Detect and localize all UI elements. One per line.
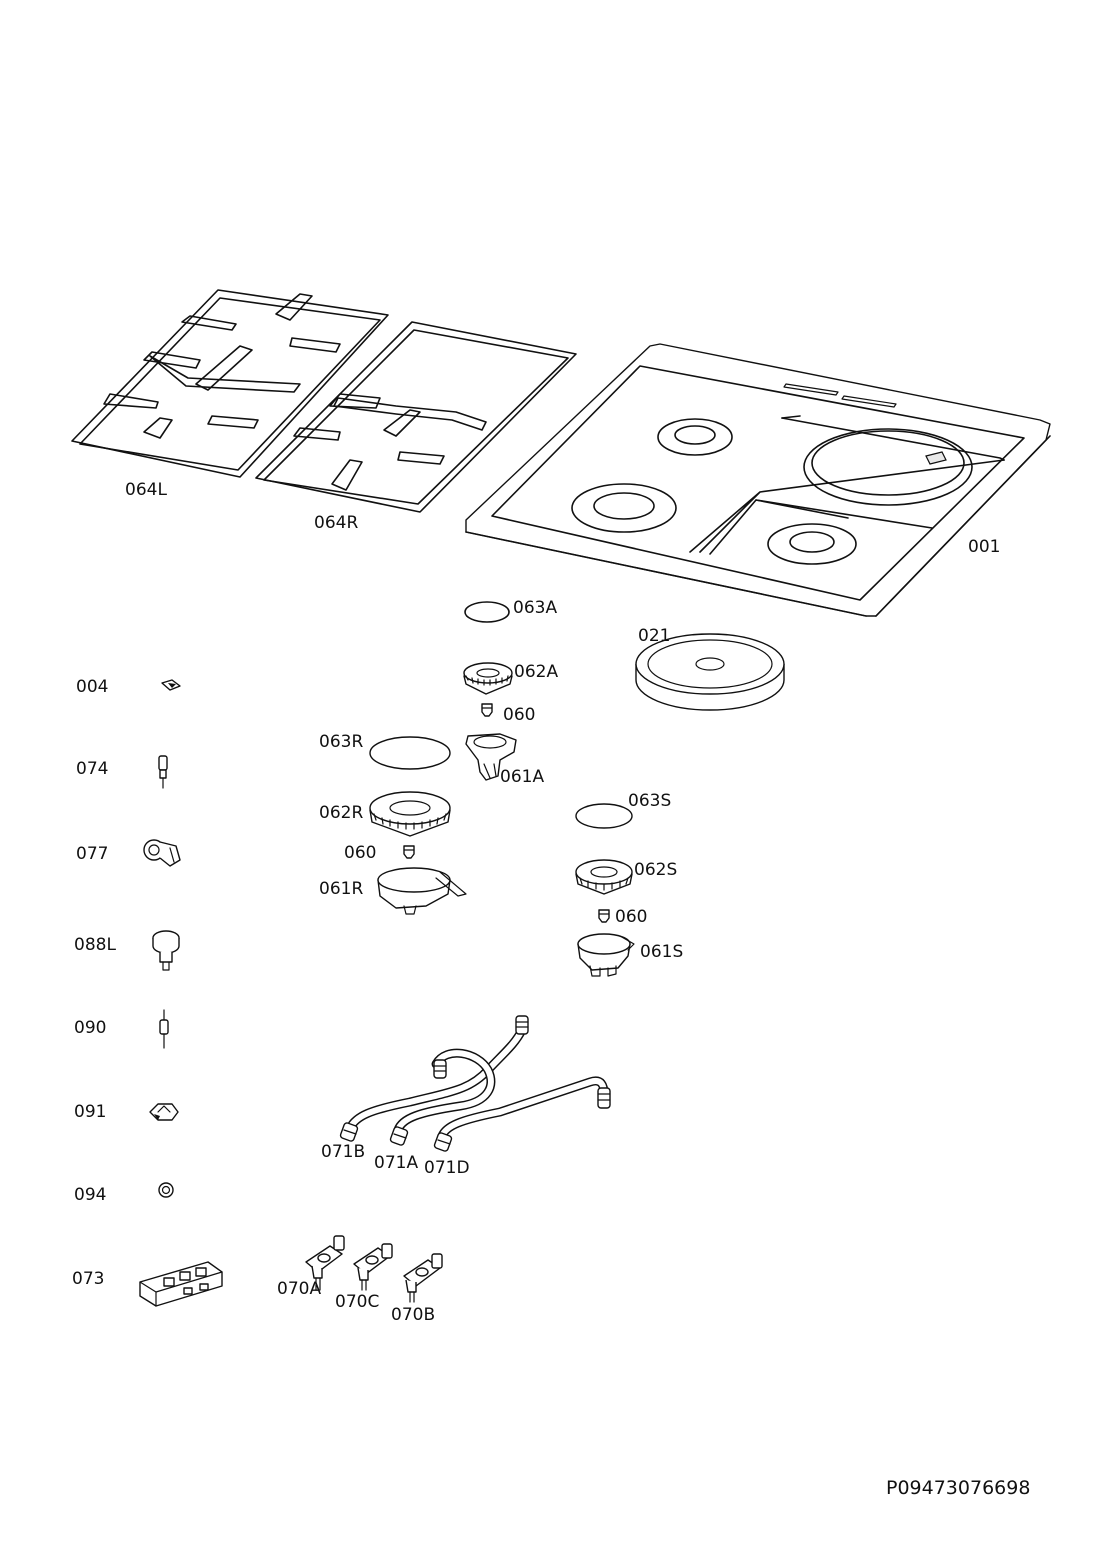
label-070B: 070B xyxy=(391,1305,435,1325)
gas-tap-070C[interactable] xyxy=(353,1243,393,1291)
label-070A: 070A xyxy=(277,1279,321,1299)
burner-body-061S[interactable] xyxy=(577,933,635,977)
burner-cap-063S[interactable] xyxy=(575,803,633,829)
label-004: 004 xyxy=(76,677,108,697)
label-021: 021 xyxy=(638,626,670,646)
label-063R: 063R xyxy=(319,732,363,752)
electrode-074[interactable] xyxy=(158,755,168,789)
label-001: 001 xyxy=(968,537,1000,557)
label-090: 090 xyxy=(74,1018,106,1038)
label-062S: 062S xyxy=(634,860,677,880)
label-091: 091 xyxy=(74,1102,106,1122)
label-064L: 064L xyxy=(125,480,167,500)
label-060-c: 060 xyxy=(615,907,647,927)
label-073: 073 xyxy=(72,1269,104,1289)
label-071A: 071A xyxy=(374,1153,418,1173)
label-064R: 064R xyxy=(314,513,358,533)
pan-support-064R[interactable] xyxy=(255,321,577,513)
label-061R: 061R xyxy=(319,879,363,899)
label-063S: 063S xyxy=(628,791,671,811)
burner-cap-063A[interactable] xyxy=(464,601,510,623)
gas-tap-070B[interactable] xyxy=(403,1253,443,1303)
label-062A: 062A xyxy=(514,662,558,682)
document-code: P09473076698 xyxy=(886,1477,1030,1499)
burner-cap-063R[interactable] xyxy=(369,736,451,770)
gas-tap-070A[interactable] xyxy=(305,1235,345,1291)
label-077: 077 xyxy=(76,844,108,864)
label-063A: 063A xyxy=(513,598,557,618)
label-088L: 088L xyxy=(74,935,116,955)
label-062R: 062R xyxy=(319,803,363,823)
label-061A: 061A xyxy=(500,767,544,787)
knob-088L[interactable] xyxy=(152,930,180,971)
label-061S: 061S xyxy=(640,942,683,962)
injector-060-a[interactable] xyxy=(481,703,493,717)
elbow-fitting-077[interactable] xyxy=(143,839,181,867)
clamp-091[interactable] xyxy=(149,1103,179,1121)
burner-crown-062S[interactable] xyxy=(575,859,633,895)
hob-top-001[interactable] xyxy=(465,343,1051,617)
pan-support-064L[interactable] xyxy=(71,289,389,478)
hotplate-021[interactable] xyxy=(635,633,785,711)
label-070C: 070C xyxy=(335,1292,379,1312)
label-060-a: 060 xyxy=(503,705,535,725)
washer-094[interactable] xyxy=(158,1182,174,1198)
gas-pipe-071B[interactable] xyxy=(339,1015,529,1142)
gas-pipe-071D[interactable] xyxy=(433,1076,611,1152)
switch-block-073[interactable] xyxy=(139,1261,223,1307)
gas-pipe-071A[interactable] xyxy=(389,1048,496,1146)
burner-crown-062R[interactable] xyxy=(369,791,451,837)
label-060-b: 060 xyxy=(344,843,376,863)
clip-004[interactable] xyxy=(161,679,181,691)
injector-060-b[interactable] xyxy=(403,845,415,859)
label-071D: 071D xyxy=(424,1158,470,1178)
injector-060-c[interactable] xyxy=(598,909,610,923)
ignition-plug-090[interactable] xyxy=(159,1009,169,1049)
burner-body-061R[interactable] xyxy=(377,867,467,915)
burner-body-061A[interactable] xyxy=(465,733,517,781)
label-074: 074 xyxy=(76,759,108,779)
burner-crown-062A[interactable] xyxy=(463,662,513,695)
label-094: 094 xyxy=(74,1185,106,1205)
label-071B: 071B xyxy=(321,1142,365,1162)
